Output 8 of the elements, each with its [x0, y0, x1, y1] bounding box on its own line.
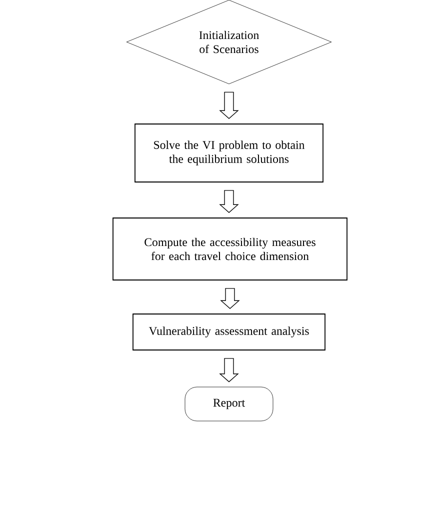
arrow	[220, 288, 240, 310]
process-box: Compute the accessibility measures for each travel choice dimension	[112, 218, 348, 280]
arrow	[219, 92, 239, 120]
terminal-box: Report	[184, 386, 274, 422]
process-box: Solve the VI problem to obtain the equilibrium solutions	[134, 124, 324, 182]
arrow	[219, 358, 239, 382]
process-box: Vulnerability assessment analysis	[132, 314, 326, 350]
arrow	[219, 190, 239, 214]
